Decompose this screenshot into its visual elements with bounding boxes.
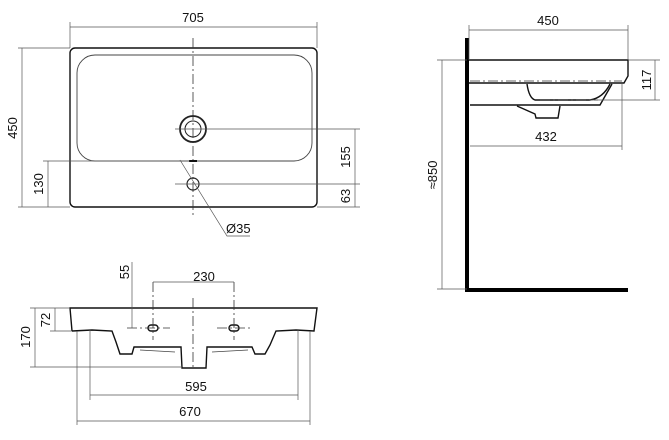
basin-outline-top — [76, 54, 313, 162]
sink-rim-side — [469, 59, 629, 84]
dim-overflow-from-front: 130 — [31, 173, 46, 195]
dim-width-top: 705 — [182, 10, 204, 25]
dim-overflow-to-edge: 63 — [338, 189, 353, 203]
dim-bowl-depth: 117 — [639, 70, 654, 91]
dim-mount-height: ≈850 — [425, 161, 440, 190]
front-view: 55 230 72 170 595 670 — [18, 262, 318, 425]
dim-overflow-diameter: Ø35 — [226, 221, 251, 236]
sink-outline-top — [69, 47, 318, 208]
wall-and-floor — [465, 38, 628, 292]
dim-bottom-width: 670 — [179, 404, 201, 419]
sink-outline-front — [69, 307, 318, 369]
top-view: 705 450 130 155 63 Ø35 — [5, 10, 360, 237]
side-view: 450 117 432 ≈850 — [425, 13, 660, 292]
dim-depth-side: 450 — [537, 13, 559, 28]
siphon-side — [516, 105, 561, 119]
dim-total-height: 170 — [18, 326, 33, 348]
dim-projection: 432 — [535, 129, 557, 144]
bowl-side — [526, 83, 611, 101]
dim-tap-hole-spacing: 230 — [193, 269, 215, 284]
dim-tap-hole-offset: 55 — [117, 265, 132, 279]
dim-drain-to-overflow: 155 — [338, 146, 353, 168]
dim-inner-width: 595 — [185, 379, 207, 394]
dim-rim-height: 72 — [38, 313, 53, 327]
dim-depth-top: 450 — [5, 117, 20, 139]
